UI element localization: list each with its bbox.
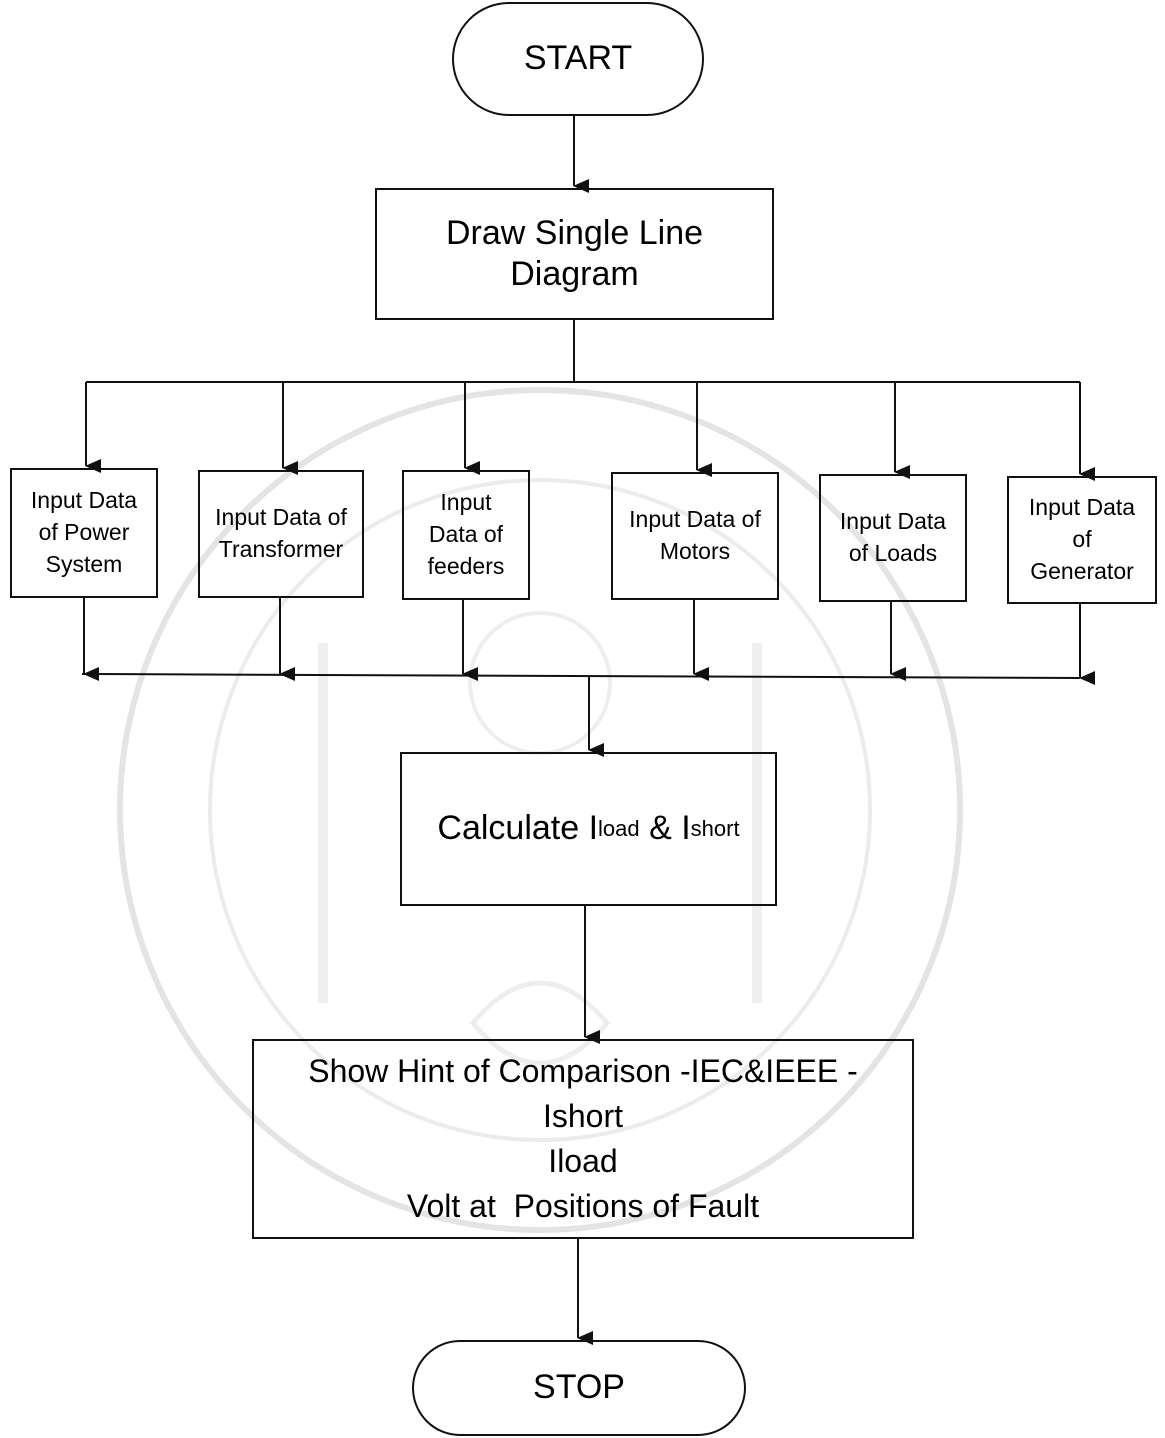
show-label-line-2: Ishort: [543, 1094, 623, 1139]
input-label-line: Input: [440, 487, 491, 519]
input-label-line: of: [1072, 524, 1091, 556]
input-feeders-box: Input Data of feeders: [402, 470, 530, 600]
show-hint-comparison-box: Show Hint of Comparison -IEC&IEEE - Isho…: [252, 1039, 914, 1239]
input-label-line: feeders: [428, 551, 505, 583]
input-label-line: Input Data of: [215, 502, 347, 534]
input-label-line: Transformer: [219, 534, 343, 566]
input-label-line: Input Data: [1029, 492, 1135, 524]
input-motors-box: Input Data of Motors: [611, 472, 779, 600]
input-power-system-box: Input Data of Power System: [10, 468, 158, 598]
draw-label-line-2: Diagram: [510, 254, 638, 295]
calculate-mid: & I: [640, 808, 691, 849]
show-label-line-1: Show Hint of Comparison -IEC&IEEE -: [308, 1049, 858, 1094]
input-label-line: System: [46, 549, 123, 581]
stop-label: STOP: [533, 1367, 625, 1408]
input-label-line: Generator: [1030, 556, 1134, 588]
show-label-line-4: Volt at Positions of Fault: [407, 1184, 759, 1229]
input-label-line: Input Data: [840, 506, 946, 538]
input-label-line: Input Data: [31, 485, 137, 517]
collector-bus: [82, 674, 1080, 678]
draw-label-line-1: Draw Single Line: [446, 213, 703, 254]
start-terminal: START: [452, 2, 704, 116]
input-generator-box: Input Data of Generator: [1007, 476, 1157, 604]
start-label: START: [524, 38, 632, 79]
calculate-prefix: Calculate I: [437, 808, 598, 849]
input-label-line: Motors: [660, 536, 730, 568]
input-label-line: Input Data of: [629, 504, 761, 536]
input-label-line: Data of: [429, 519, 503, 551]
input-label-line: of Power: [39, 517, 130, 549]
input-label-line: of Loads: [849, 538, 937, 570]
input-loads-box: Input Data of Loads: [819, 474, 967, 602]
input-transformer-box: Input Data of Transformer: [198, 470, 364, 598]
draw-single-line-diagram-box: Draw Single Line Diagram: [375, 188, 774, 320]
stop-terminal: STOP: [412, 1340, 746, 1436]
show-label-line-3: Iload: [548, 1139, 617, 1184]
